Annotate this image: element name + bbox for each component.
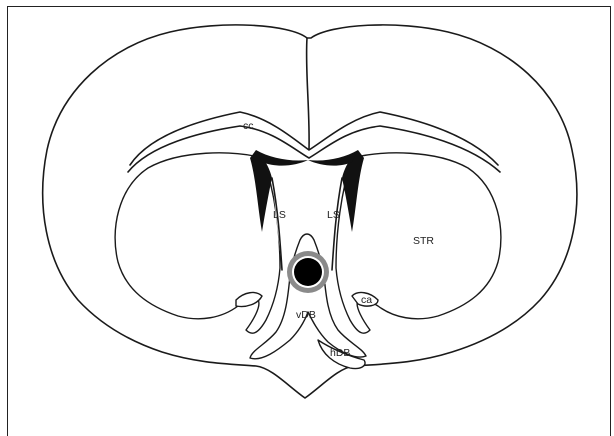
label-ca: ca: [361, 294, 372, 306]
label-hdb: hDB: [330, 347, 350, 359]
label-ls-left: LS: [273, 209, 286, 221]
injection-site-core: [294, 258, 322, 286]
label-cc: cc: [243, 120, 254, 132]
label-vdb: vDB: [296, 309, 316, 321]
label-ls-right: LS: [327, 209, 340, 221]
label-str: STR: [413, 235, 434, 247]
